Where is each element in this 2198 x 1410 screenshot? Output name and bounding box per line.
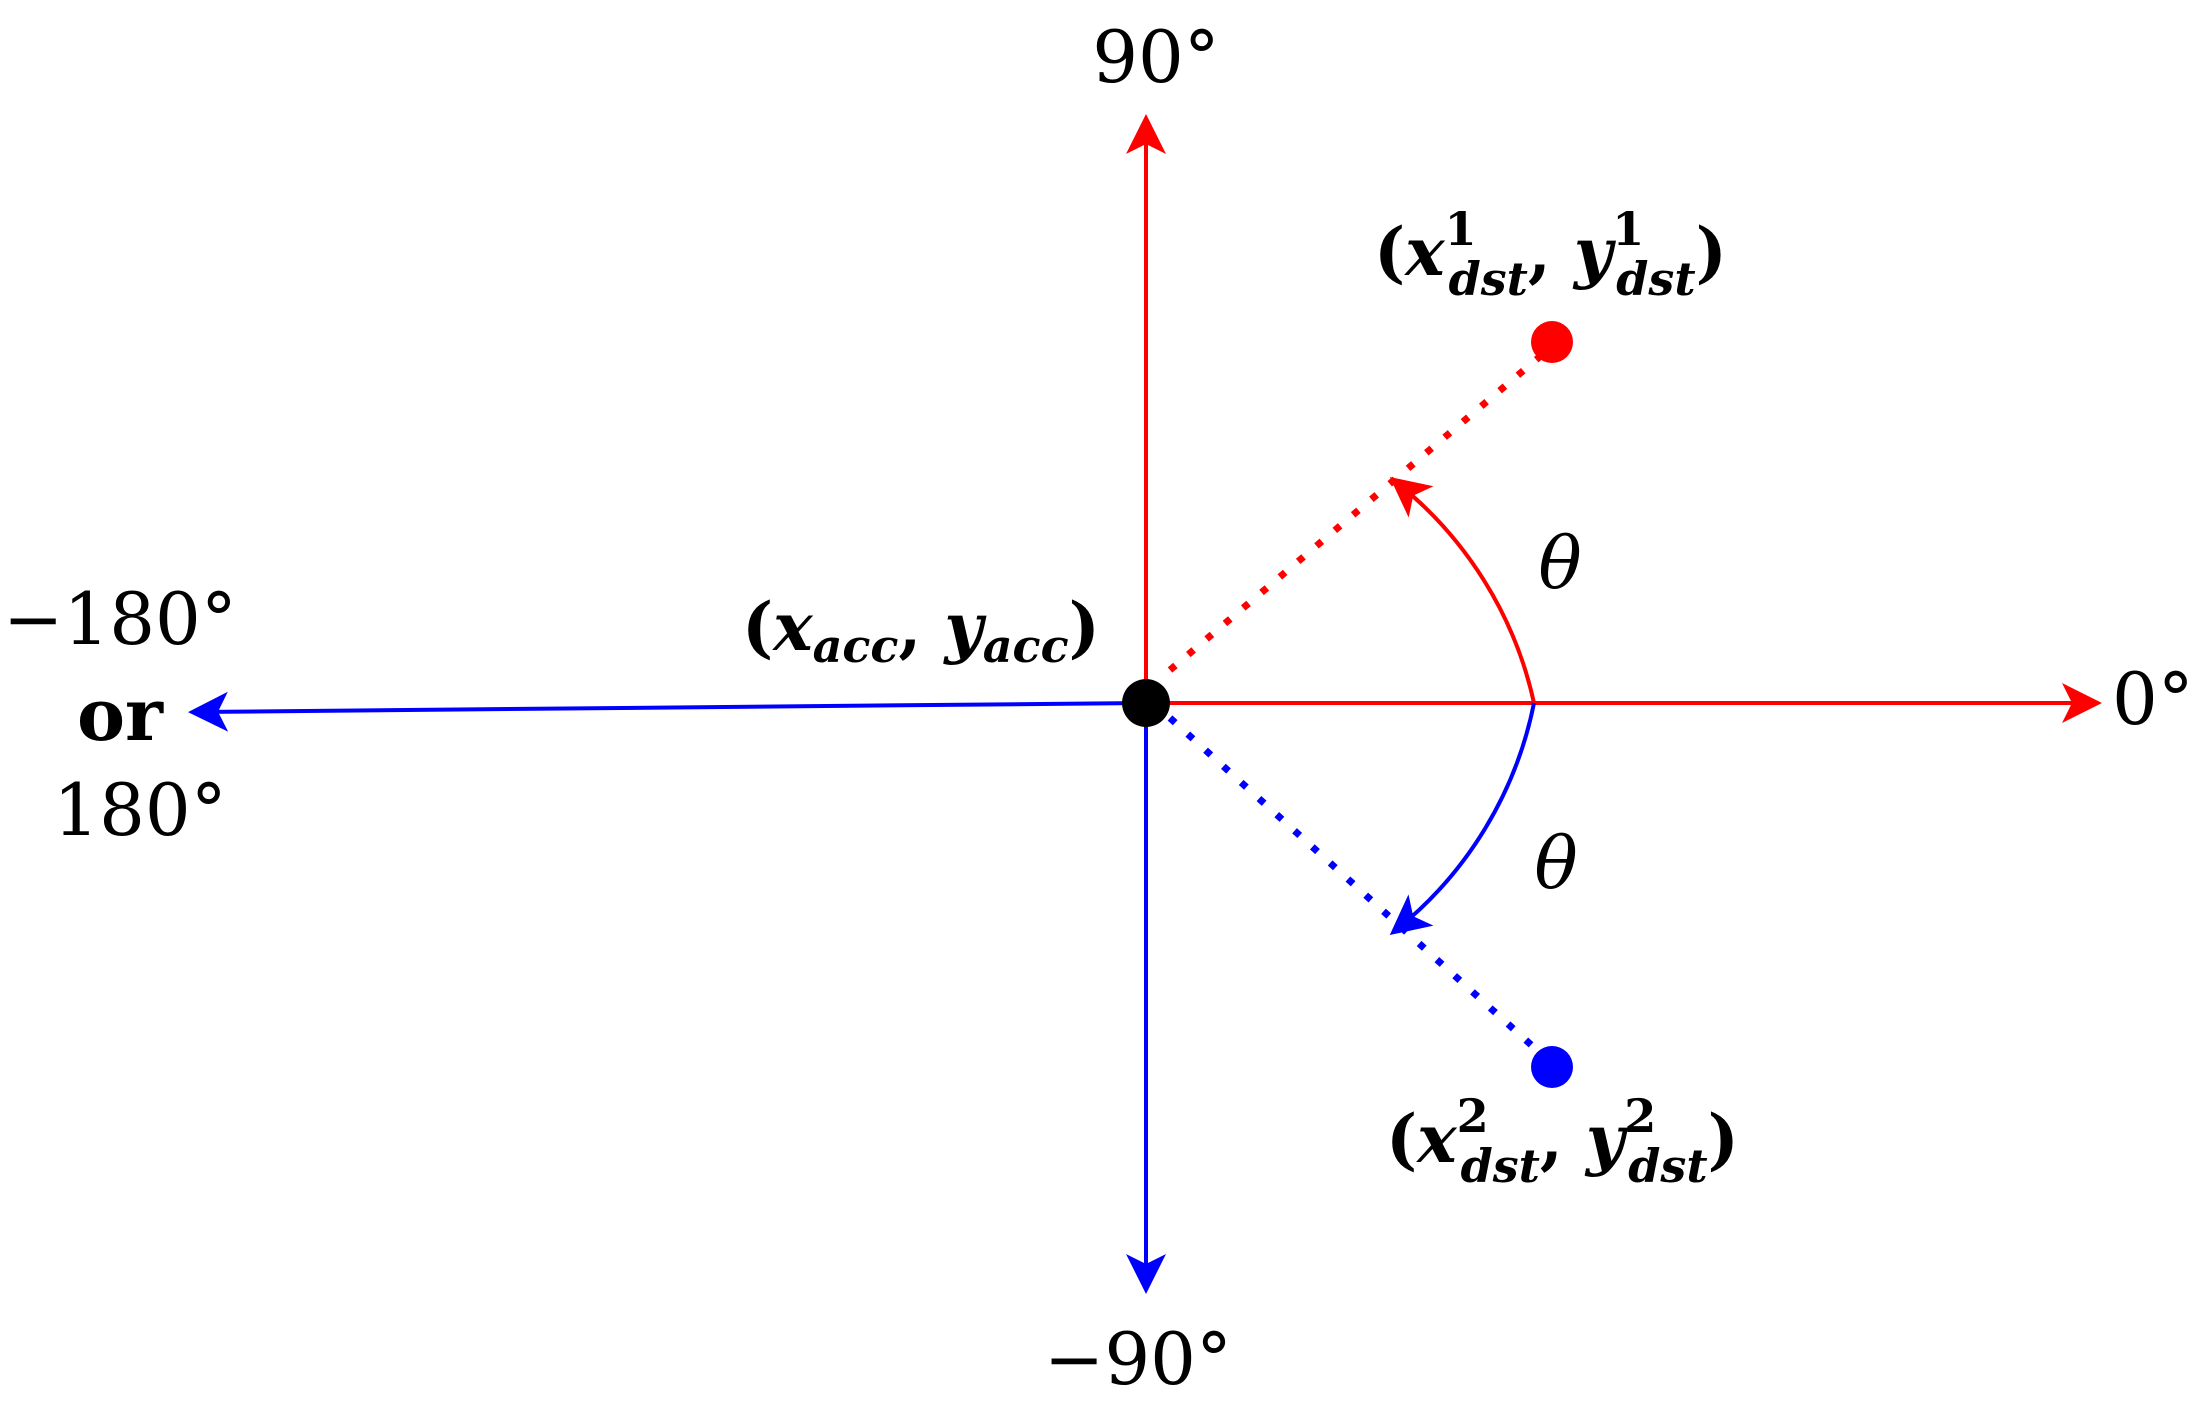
angle-label-90: 90° [1092,15,1220,99]
origin-coordinate-label: (xacc, yacc) [742,588,1100,673]
destination-1-point [1531,321,1573,363]
angle-arc-upper [1389,477,1536,704]
ray-to-destination-2 [1167,715,1553,1065]
axis-negative-x [188,691,1147,732]
destination-2-point [1531,1046,1573,1088]
angle-label-or: or [77,672,164,757]
angle-label-minus-180: −180° [3,577,237,661]
angle-label-minus-90: −90° [1044,1317,1232,1401]
ray-to-destination-1 [1167,345,1553,673]
angle-arc-lower [1389,702,1536,936]
angle-label-180: 180° [53,768,226,852]
theta-label-upper: θ [1538,521,1581,605]
angle-label-0: 0° [2112,657,2194,741]
theta-label-lower: θ [1534,821,1577,905]
origin-point [1122,679,1170,727]
